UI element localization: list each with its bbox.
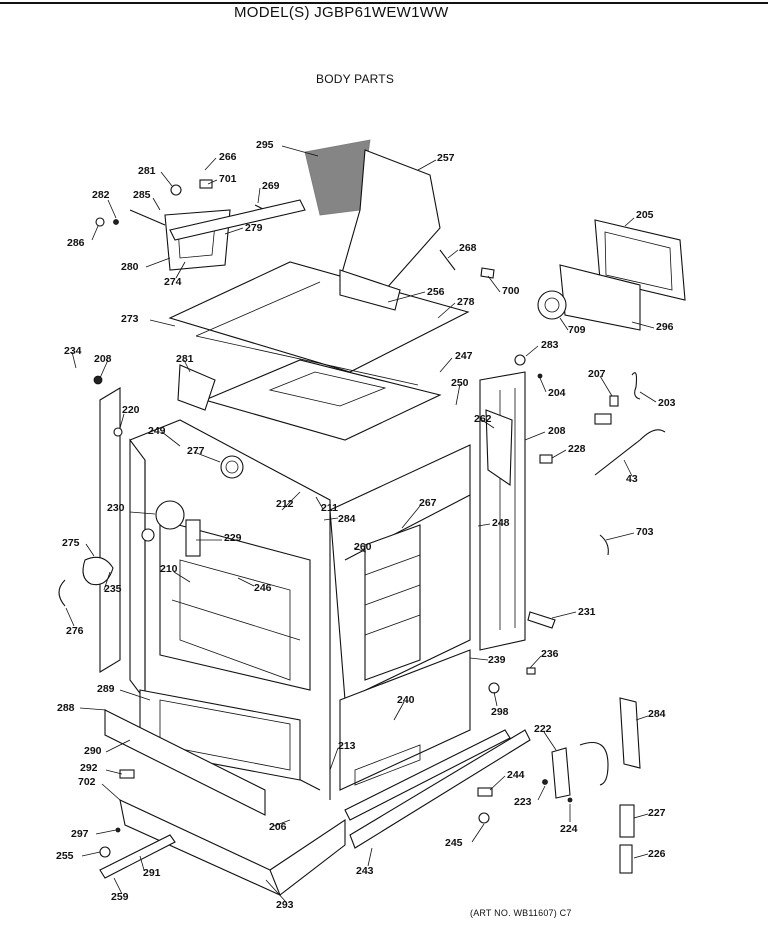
part-label-227: 227 [648, 807, 666, 819]
part-label-228: 228 [568, 443, 586, 455]
part-label-234: 234 [64, 345, 82, 357]
part-label-289: 289 [97, 683, 115, 695]
part-label-269: 269 [262, 180, 280, 192]
part-label-246: 246 [254, 582, 272, 594]
part-label-255: 255 [56, 850, 74, 862]
part-label-210: 210 [160, 563, 178, 575]
part-label-281-left: 281 [176, 353, 194, 365]
part-label-208: 208 [94, 353, 112, 365]
model-title: MODEL(S) JGBP61WEW1WW [234, 4, 449, 21]
part-label-296: 296 [656, 321, 674, 333]
part-label-43: 43 [626, 473, 638, 485]
part-label-268: 268 [459, 242, 477, 254]
part-label-259: 259 [111, 891, 129, 903]
header-rule [0, 2, 768, 4]
top-right-parts [439, 219, 686, 629]
part-label-223: 223 [514, 796, 532, 808]
part-label-280: 280 [121, 261, 139, 273]
part-label-203: 203 [658, 397, 676, 409]
part-label-207: 207 [588, 368, 606, 380]
part-label-298: 298 [491, 706, 509, 718]
part-label-283: 283 [541, 339, 559, 351]
part-label-220: 220 [122, 404, 140, 416]
part-label-204: 204 [548, 387, 566, 399]
part-label-235: 235 [104, 583, 122, 595]
part-label-257: 257 [437, 152, 455, 164]
part-label-205: 205 [636, 209, 654, 221]
part-label-249: 249 [148, 425, 166, 437]
part-label-247: 247 [455, 350, 473, 362]
part-label-231: 231 [578, 606, 596, 618]
bottom-right-parts [99, 667, 641, 874]
part-label-244: 244 [507, 769, 525, 781]
part-label-273: 273 [121, 313, 139, 325]
part-label-267: 267 [419, 497, 437, 509]
part-label-239: 239 [488, 654, 506, 666]
part-label-206: 206 [269, 821, 287, 833]
part-label-282: 282 [92, 189, 110, 201]
part-label-248: 248 [492, 517, 510, 529]
part-label-245: 245 [445, 837, 463, 849]
part-label-291: 291 [143, 867, 161, 879]
part-label-703: 703 [636, 526, 654, 538]
part-label-222: 222 [534, 723, 552, 735]
part-label-229: 229 [224, 532, 242, 544]
part-label-295: 295 [256, 139, 274, 151]
part-label-297: 297 [71, 828, 89, 840]
section-title: BODY PARTS [316, 72, 395, 86]
part-label-285: 285 [133, 189, 151, 201]
part-label-212: 212 [276, 498, 294, 510]
leader-lines [65, 145, 657, 903]
part-label-250: 250 [451, 377, 469, 389]
part-label-277: 277 [187, 445, 205, 457]
art-number: (ART NO. WB11607) C7 [470, 908, 572, 918]
part-label-224: 224 [560, 823, 578, 835]
part-label-701: 701 [219, 173, 237, 185]
part-label-281: 281 [138, 165, 156, 177]
part-label-700: 700 [502, 285, 520, 297]
part-label-275: 275 [62, 537, 80, 549]
part-label-279: 279 [245, 222, 263, 234]
part-label-293: 293 [276, 899, 294, 911]
part-label-256: 256 [427, 286, 445, 298]
part-label-230: 230 [107, 502, 125, 514]
part-label-226: 226 [648, 848, 666, 860]
part-label-292: 292 [80, 762, 98, 774]
part-label-213: 213 [338, 740, 356, 752]
part-label-290: 290 [84, 745, 102, 757]
part-label-243: 243 [356, 865, 374, 877]
part-label-276: 276 [66, 625, 84, 637]
part-label-211: 211 [321, 502, 338, 514]
part-label-284-lower: 284 [648, 708, 666, 720]
part-label-284: 284 [338, 513, 356, 525]
part-label-702: 702 [78, 776, 96, 788]
part-label-262: 262 [474, 413, 492, 425]
part-label-278: 278 [457, 296, 475, 308]
part-label-286: 286 [67, 237, 85, 249]
part-label-208-right: 208 [548, 425, 566, 437]
part-label-709: 709 [568, 324, 586, 336]
part-label-266: 266 [219, 151, 237, 163]
part-label-288: 288 [57, 702, 75, 714]
part-label-236: 236 [541, 648, 559, 660]
part-label-260: 260 [354, 541, 372, 553]
top-left-parts [95, 139, 441, 311]
part-label-274: 274 [164, 276, 182, 288]
part-label-240: 240 [397, 694, 415, 706]
